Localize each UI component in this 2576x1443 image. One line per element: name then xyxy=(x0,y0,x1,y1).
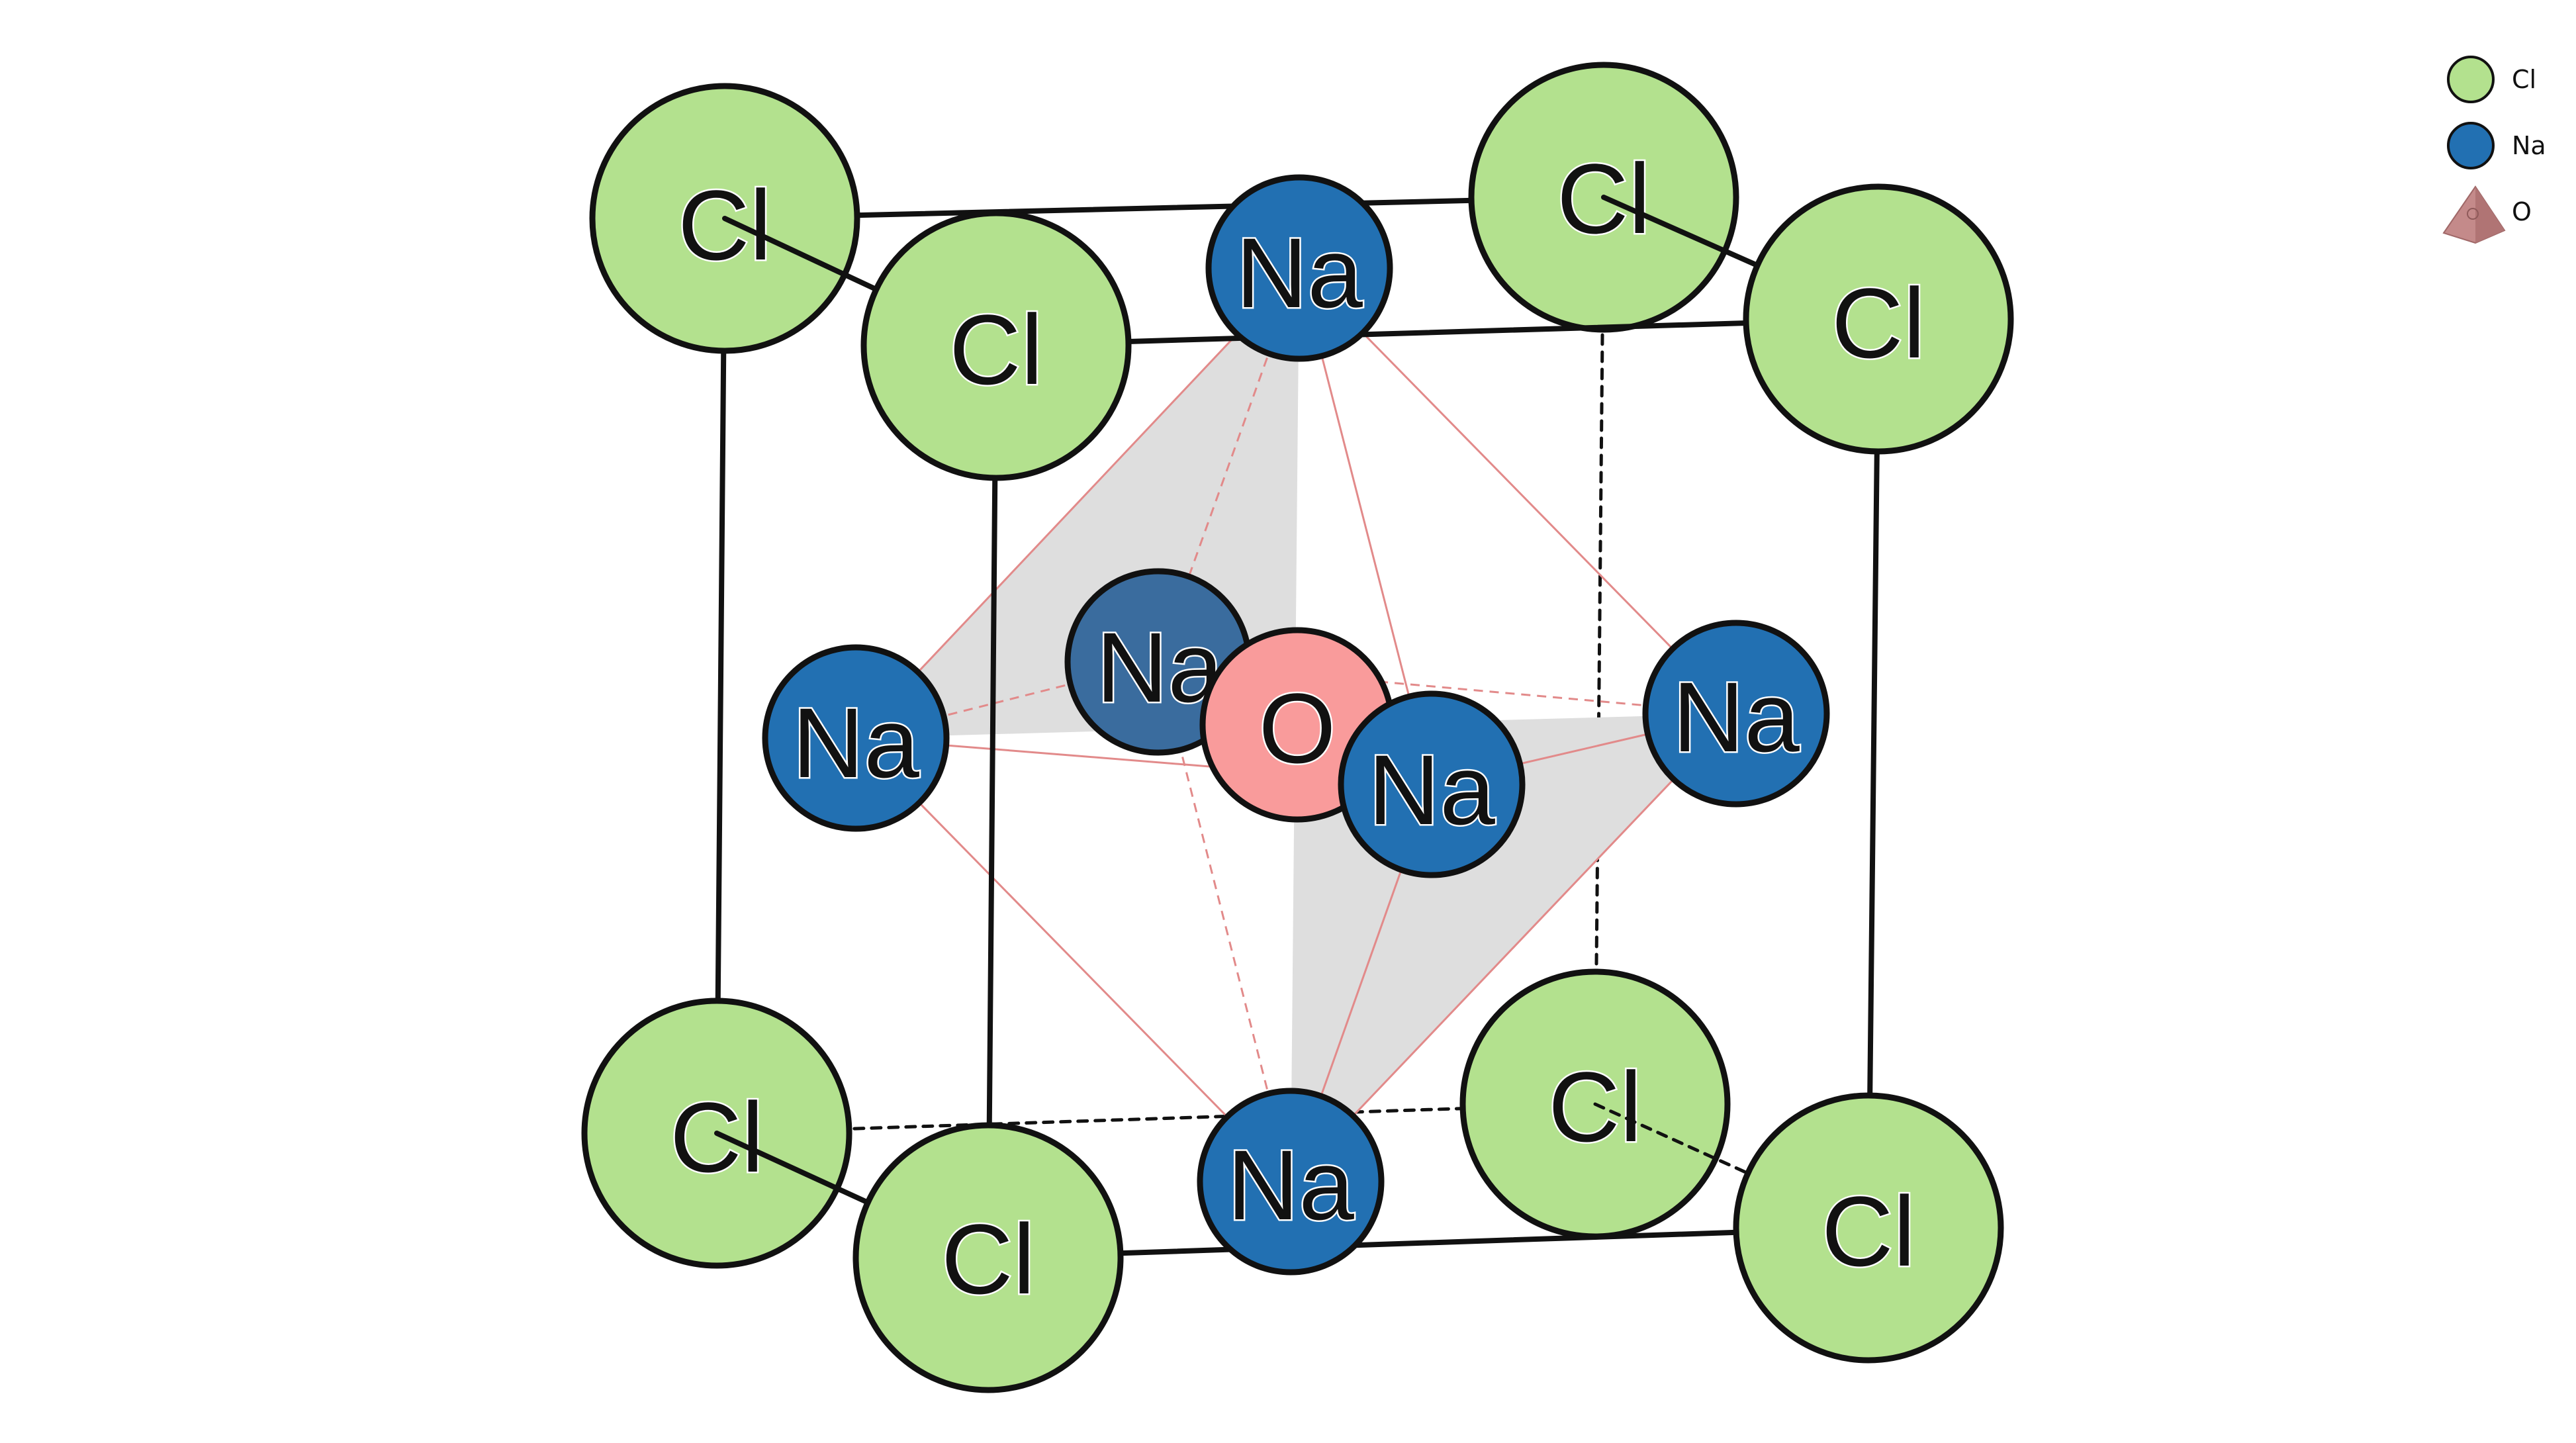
cell-edge xyxy=(993,316,1881,348)
atom-label: Na xyxy=(792,687,919,798)
atom-label: Cl xyxy=(1821,1176,1915,1287)
cl-sphere xyxy=(852,1122,1124,1393)
legend-item-cl: Cl xyxy=(2447,56,2536,103)
atom-label: Cl xyxy=(1548,1051,1642,1162)
legend-tetrahedron-face xyxy=(2475,187,2505,243)
atom-label: Cl xyxy=(670,1082,764,1193)
cl-atom-front-bottom-left: Cl xyxy=(852,1122,1124,1393)
na-sphere xyxy=(762,644,950,832)
atom-label: Na xyxy=(1368,734,1495,845)
cl-atom-front-top-right: Cl xyxy=(1743,183,2014,455)
cell-edge xyxy=(714,216,727,1136)
na-sphere xyxy=(1205,174,1393,362)
na-atom-bottom: Na xyxy=(1197,1088,1385,1276)
legend-tetrahedron-icon xyxy=(2442,185,2506,244)
na-atom-front: Na xyxy=(1338,690,1526,878)
cell-edge xyxy=(1866,316,1881,1231)
cell-edge-hidden xyxy=(715,1102,1597,1135)
na-sphere xyxy=(1338,690,1526,878)
na-atom-right: Na xyxy=(1642,620,1830,808)
legend-label: O xyxy=(2512,197,2532,226)
legend-tetrahedron-center-icon xyxy=(2467,208,2479,220)
legend-cl-swatch xyxy=(2447,56,2495,103)
cell-edge xyxy=(986,1225,1871,1260)
unit-cell-back-edges xyxy=(714,195,1606,1136)
legend: Cl Na O xyxy=(2442,56,2546,244)
na-sphere xyxy=(1197,1088,1385,1276)
cell-edge xyxy=(722,195,1606,221)
legend-label: Cl xyxy=(2512,65,2536,94)
na-atom-left: Na xyxy=(762,644,950,832)
atom-label: Cl xyxy=(1831,267,1925,379)
cl-atom-front-top-left: Cl xyxy=(860,210,1132,481)
octahedron-face xyxy=(856,268,1736,1182)
cell-edge-hidden xyxy=(1593,195,1606,1106)
cl-atom-front-bottom-right: Cl xyxy=(1733,1092,2004,1364)
atom-label: Na xyxy=(1227,1129,1354,1240)
atom-label: Cl xyxy=(949,294,1043,405)
legend-item-o: O xyxy=(2442,185,2532,244)
na-atom-top: Na xyxy=(1205,174,1393,362)
legend-na-swatch xyxy=(2447,122,2495,169)
atom-label: O xyxy=(1259,673,1336,784)
cl-sphere xyxy=(1733,1092,2004,1364)
cell-edge xyxy=(986,343,999,1260)
atom-label: Na xyxy=(1673,661,1800,772)
cl-sphere xyxy=(860,210,1132,481)
cl-sphere xyxy=(1743,183,2014,455)
atom-label: Cl xyxy=(678,169,772,281)
legend-label: Na xyxy=(2512,131,2546,160)
legend-item-na: Na xyxy=(2447,122,2546,169)
atom-label: Cl xyxy=(941,1203,1035,1315)
atom-label: Na xyxy=(1236,217,1363,328)
na-sphere xyxy=(1642,620,1830,808)
